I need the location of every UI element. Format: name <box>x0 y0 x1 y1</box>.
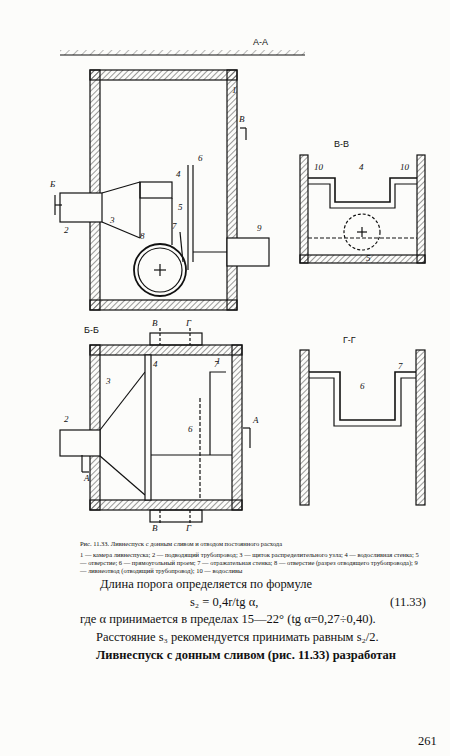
callout-number: 6 <box>188 425 193 435</box>
section-mark: В <box>152 319 158 329</box>
body-text: где α принимается в пределах 15—22° (tg … <box>80 613 376 627</box>
body-text: Длина порога определяется по формуле <box>100 578 312 592</box>
callout-number: 4 <box>153 360 158 370</box>
callout-number: 7 <box>398 362 403 372</box>
callout-number: 10 <box>400 163 409 173</box>
callout-number: 2 <box>64 415 69 425</box>
figure-caption: Рис. 11.33. Ливнеспуск с донным сливом и… <box>80 540 425 548</box>
callout-number: 3 <box>106 377 111 387</box>
callout-number: 1 <box>232 86 237 96</box>
section-mark: А <box>84 474 90 484</box>
callout-number: 6 <box>198 154 203 164</box>
callout-number: 4 <box>359 163 364 173</box>
equation-number: (11.33) <box>390 596 426 610</box>
section-label: Г-Г <box>343 336 356 346</box>
section-mark: Г <box>186 524 191 534</box>
callout-number: 7 <box>172 222 177 232</box>
legend-text: 1 — камера ливнеспуска; 2 — подводящий т… <box>80 551 425 575</box>
section-mark: Б <box>50 180 55 190</box>
callout-number: 4 <box>176 170 181 180</box>
page-number: 261 <box>418 735 437 749</box>
callout-number: 3 <box>110 216 115 226</box>
callout-number: 7 <box>214 360 219 370</box>
body-text: Расстояние s₃ рекомендуется принимать ра… <box>96 631 379 645</box>
section-label: Б-Б <box>84 326 99 336</box>
formula: s₂ = 0,4r/tg α, <box>190 596 258 610</box>
section-label: А-А <box>253 38 268 48</box>
section-mark: А <box>253 416 259 426</box>
callout-number: 10 <box>314 163 323 173</box>
section-mark: В <box>152 524 158 534</box>
callout-number: 8 <box>140 232 145 242</box>
section-mark: Г <box>186 319 191 329</box>
callout-number: 5 <box>178 203 183 213</box>
body-text: Ливнеспуск с донным сливом (рис. 11.33) … <box>96 649 396 663</box>
section-label: В-В <box>334 140 349 150</box>
callout-number: 5 <box>366 254 371 264</box>
callout-number: 2 <box>64 226 69 236</box>
callout-number: 9 <box>257 224 262 234</box>
section-mark: В <box>239 115 245 125</box>
callout-number: 6 <box>360 382 365 392</box>
